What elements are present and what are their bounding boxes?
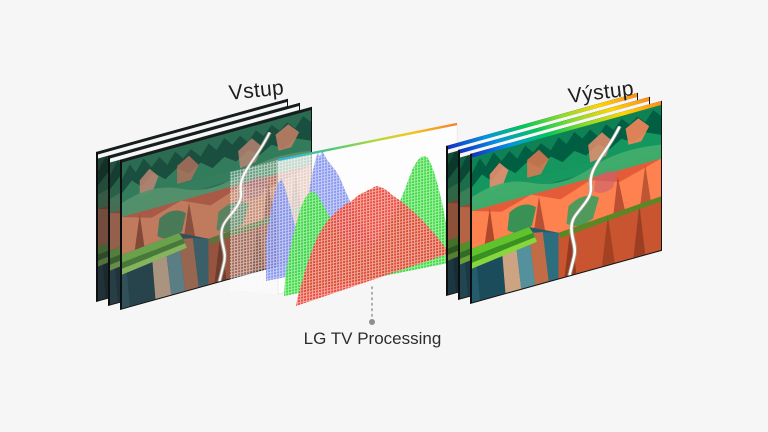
input-label: Vstup (227, 76, 286, 105)
processing-label: LG TV Processing (303, 329, 442, 348)
callout-dot (369, 319, 375, 325)
histogram-red-channel (296, 186, 448, 306)
